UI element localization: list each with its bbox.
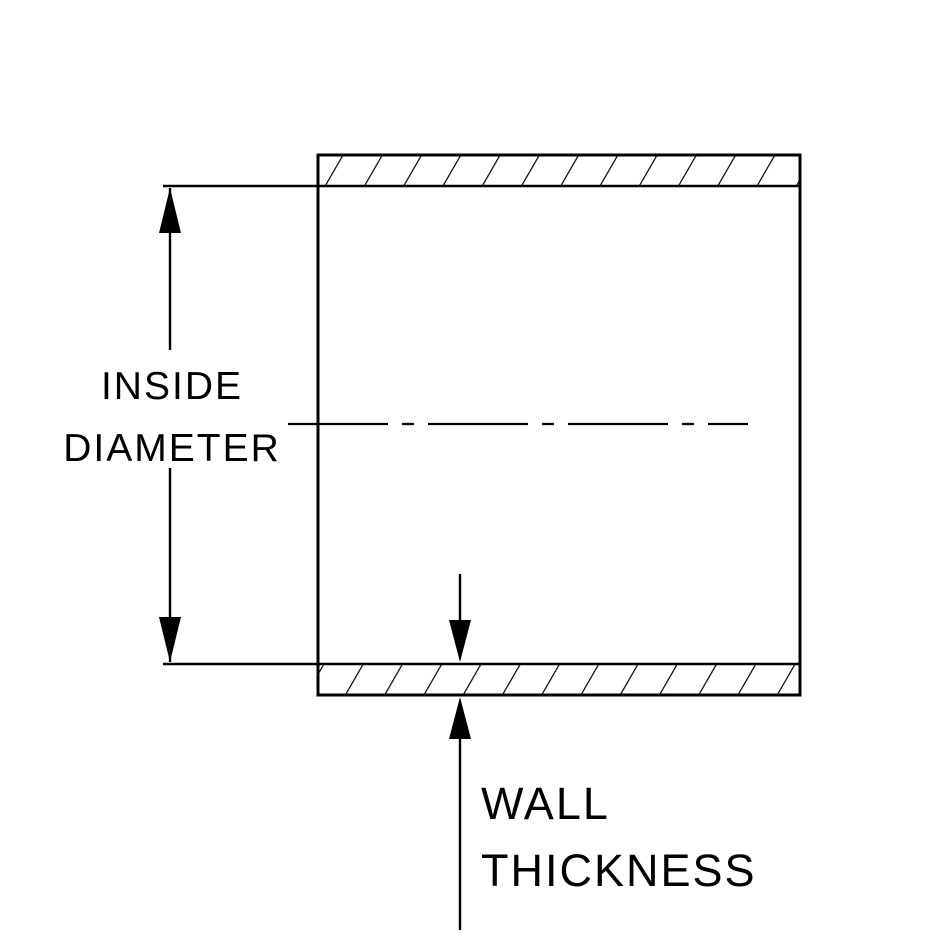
inside-diameter-label: INSIDE DIAMETER <box>63 356 281 480</box>
dimension-arrow-down <box>159 617 181 662</box>
wall-thickness-label-line2: THICKNESS <box>481 845 757 896</box>
dimension-arrow-up <box>159 188 181 233</box>
wall-thickness-arrow-down <box>449 620 471 662</box>
wall-thickness-label: WALL THICKNESS <box>481 770 757 904</box>
wall-thickness-label-line1: WALL <box>481 778 610 829</box>
inside-diameter-label-line1: INSIDE <box>100 365 244 408</box>
bottom-wall-hatch <box>318 664 800 695</box>
top-wall-hatch <box>318 155 800 186</box>
inside-diameter-label-line2: DIAMETER <box>63 427 281 470</box>
wall-thickness-arrow-up <box>449 697 471 739</box>
